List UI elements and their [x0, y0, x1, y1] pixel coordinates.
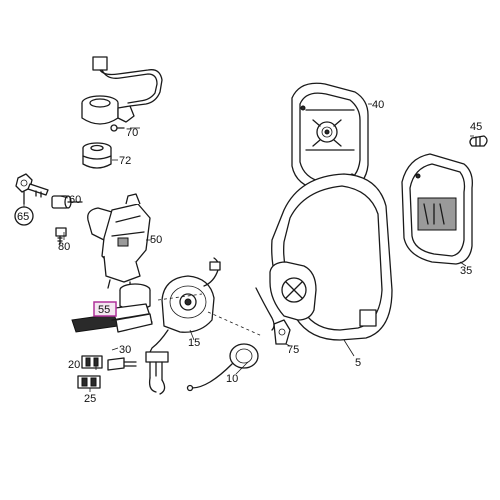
- part-30-drawing[interactable]: [107, 357, 137, 371]
- part-65-drawing[interactable]: [15, 173, 49, 205]
- label-65: 65: [17, 211, 29, 223]
- part-15-drawing[interactable]: [149, 257, 221, 353]
- label-80: 80: [58, 241, 70, 253]
- label-35: 35: [460, 265, 472, 277]
- label-50: 50: [150, 234, 162, 246]
- label-70: 70: [126, 127, 138, 139]
- part-40-drawing[interactable]: [291, 82, 369, 191]
- part-80-drawing[interactable]: [55, 227, 67, 245]
- callout-labels: 70 72 40 45 60 65 80 50 35 55 15 30 20 7…: [14, 99, 482, 405]
- label-45: 45: [470, 121, 482, 133]
- part-75-drawing[interactable]: [273, 319, 291, 345]
- label-10: 10: [226, 373, 238, 385]
- label-20: 20: [68, 359, 80, 371]
- part-35-drawing[interactable]: [401, 153, 473, 265]
- part-20-drawing[interactable]: [81, 355, 103, 369]
- label-40: 40: [372, 99, 384, 111]
- part-60-drawing[interactable]: [51, 195, 83, 209]
- label-55: 55: [98, 304, 110, 316]
- label-30: 30: [119, 344, 131, 356]
- wiring-harness-drawing: [145, 351, 169, 395]
- part-45-drawing[interactable]: [469, 135, 488, 147]
- part-10-drawing[interactable]: [186, 343, 259, 392]
- part-72-drawing[interactable]: [82, 142, 112, 169]
- part-70-drawing[interactable]: [81, 56, 163, 132]
- label-75: 75: [287, 344, 299, 356]
- label-15: 15: [188, 337, 200, 349]
- part-5-drawing[interactable]: [255, 173, 393, 341]
- label-55-highlight-box: [93, 301, 117, 317]
- label-65-circle: [14, 206, 34, 226]
- label-60: 60: [69, 194, 81, 206]
- part-50-drawing[interactable]: [87, 193, 151, 291]
- part-25-drawing[interactable]: [77, 375, 101, 389]
- label-5: 5: [355, 357, 361, 369]
- leader-lines: [23, 103, 474, 392]
- label-25: 25: [84, 393, 96, 405]
- label-72: 72: [119, 155, 131, 167]
